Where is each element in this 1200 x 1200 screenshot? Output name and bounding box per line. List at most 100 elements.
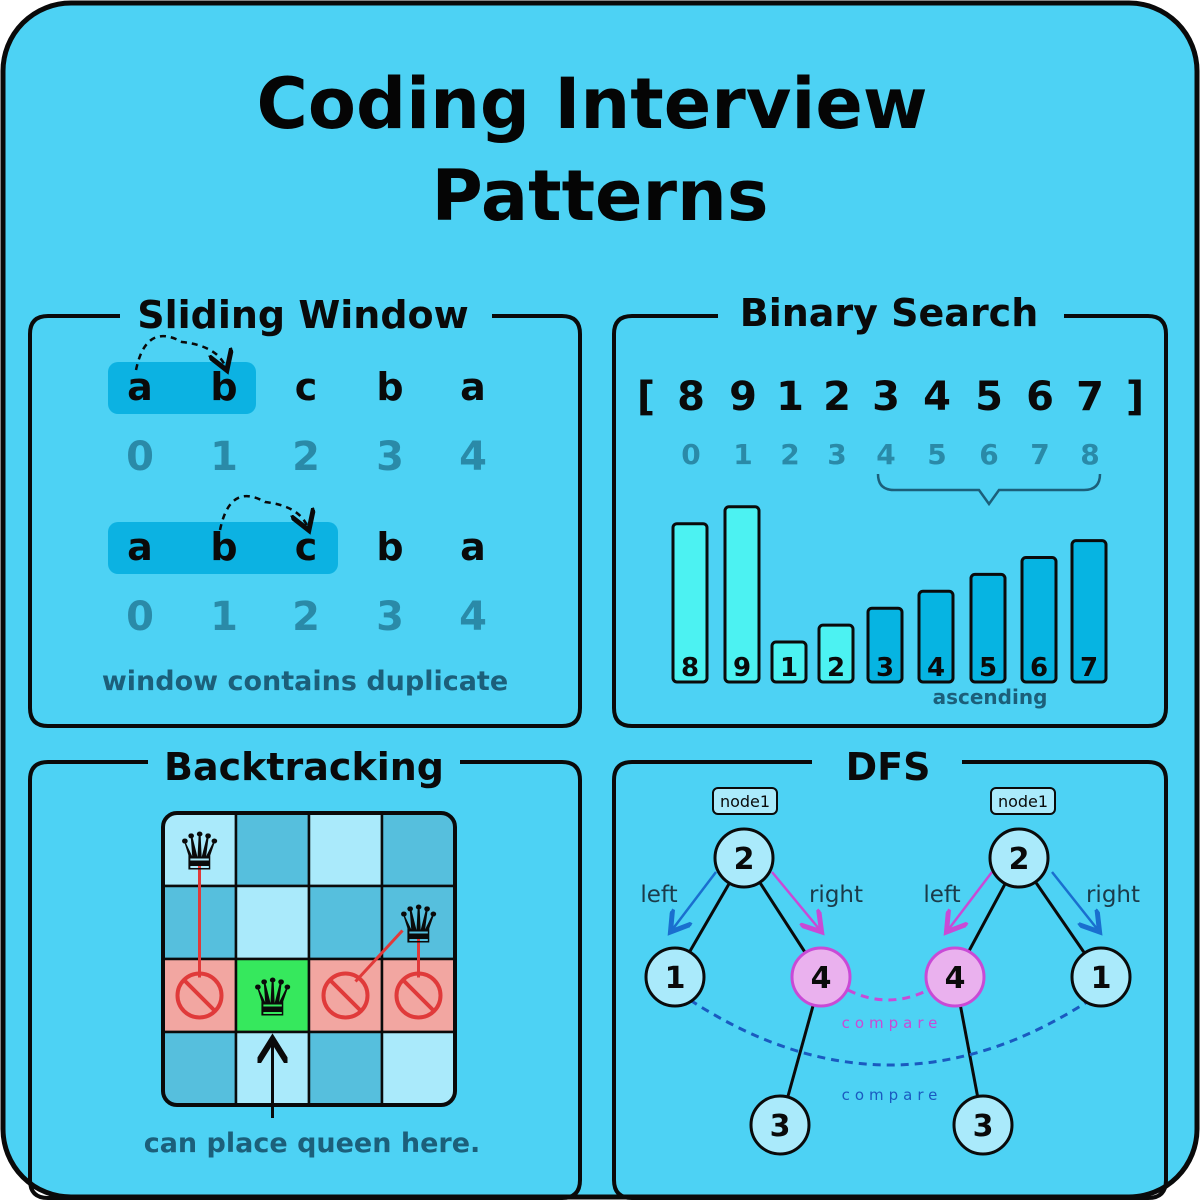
sw-row1-window <box>108 362 256 414</box>
sw-row2-letter: b <box>376 525 403 569</box>
sw-row2-index: 3 <box>376 594 404 640</box>
chess-grid-border <box>161 811 457 1107</box>
blocked-icon <box>394 971 443 1020</box>
blocked-icon-ring <box>175 971 224 1020</box>
sw-row1-index: 3 <box>376 434 404 480</box>
tree1-root-node-label: 2 <box>734 842 755 877</box>
node-tag <box>990 787 1056 815</box>
array-value: 6 <box>1026 374 1054 420</box>
node-tag <box>712 787 778 815</box>
open-bracket: [ <box>637 374 655 420</box>
queen-icon: ♛ <box>249 969 296 1029</box>
blocked-icon-ring <box>321 971 370 1020</box>
sw-row1-letter: b <box>210 365 237 409</box>
tree1-child-node <box>749 1094 811 1156</box>
sw-row1-index: 2 <box>292 434 320 480</box>
blocked-icon-slash <box>402 979 435 1012</box>
backtracking-frame <box>28 760 582 1200</box>
bar-label: 8 <box>681 653 699 683</box>
sw-row2-index: 0 <box>126 594 154 640</box>
backtracking-caption: can place queen here. <box>144 1128 481 1159</box>
bar-2 <box>770 640 808 684</box>
bar-7 <box>1020 556 1058 684</box>
tree2-child-node-label: 3 <box>973 1109 994 1144</box>
bar-6 <box>969 572 1007 684</box>
tree1-right-node-label: 4 <box>811 961 832 996</box>
tree1-left-node-label: 1 <box>665 961 686 996</box>
sw-row2-letter: b <box>210 525 237 569</box>
grid-cell <box>234 813 311 888</box>
bar-8 <box>1070 539 1108 684</box>
tree2-root-node <box>988 827 1050 889</box>
bar-label: 6 <box>1030 653 1048 683</box>
close-bracket: ] <box>1126 374 1144 420</box>
sliding-window-title: Sliding Window <box>137 293 469 337</box>
bar-4 <box>866 606 904 684</box>
bar-0 <box>671 522 709 684</box>
sw-row2-move-arrow <box>218 494 308 530</box>
tree1-right-label: right <box>809 882 863 908</box>
sw-row2-index: 4 <box>459 594 487 640</box>
tree2-right-node-label: 1 <box>1091 961 1112 996</box>
compare-label-inner: compare <box>842 1014 943 1032</box>
tree2-left-arrow <box>948 871 993 930</box>
sw-row2-index: 1 <box>210 594 238 640</box>
bar-1 <box>723 505 761 684</box>
tree1-left-arrow <box>672 871 717 930</box>
blocked-icon <box>175 971 224 1020</box>
bar-label: 3 <box>876 653 894 683</box>
tree2-right-label: right <box>1086 882 1140 908</box>
sw-row2-letter: c <box>295 525 318 569</box>
tree1-root-node <box>713 827 775 889</box>
sw-row1-letter: b <box>376 365 403 409</box>
bar-label: 9 <box>733 653 751 683</box>
array-value: 4 <box>923 374 951 420</box>
grid-cell <box>234 957 311 1034</box>
attack-line-diagonal <box>354 929 404 983</box>
bar-3 <box>817 623 855 684</box>
array-index: 6 <box>979 438 998 471</box>
main-title-line1: Coding Interview <box>257 63 928 145</box>
compare-label-outer: compare <box>842 1086 943 1104</box>
grid-cell <box>380 813 455 888</box>
ascending-label: ascending <box>933 685 1048 709</box>
sw-row2-letter: a <box>460 525 486 569</box>
sw-row1-move-arrow <box>134 334 226 370</box>
dfs-frame <box>612 760 1168 1200</box>
main-title-line2: Patterns <box>431 155 768 237</box>
tree2-left-node-label: 4 <box>945 961 966 996</box>
array-index: 8 <box>1080 438 1099 471</box>
array-value: 7 <box>1076 374 1104 420</box>
blocked-icon <box>321 971 370 1020</box>
blocked-icon-slash <box>183 979 216 1012</box>
tree1-left-node <box>644 946 706 1008</box>
bar-label: 4 <box>927 653 945 683</box>
compare-arc-inner <box>847 988 929 1002</box>
blocked-icon-slash <box>329 979 362 1012</box>
sw-row2-window <box>108 522 338 574</box>
array-index: 0 <box>681 438 700 471</box>
grid-cell <box>307 884 384 961</box>
tree1-right-arrow <box>771 871 820 930</box>
array-value: 2 <box>823 374 851 420</box>
array-value: 9 <box>729 374 757 420</box>
node-tag-label: node1 <box>720 792 770 811</box>
sliding-window-frame <box>28 314 582 728</box>
tree2-child-node <box>952 1094 1014 1156</box>
node-tag-label: node1 <box>998 792 1048 811</box>
queen-icon: ♛ <box>176 823 223 883</box>
array-index: 5 <box>927 438 946 471</box>
compare-arc-outer <box>689 998 1091 1067</box>
array-index: 2 <box>780 438 799 471</box>
blocked-icon-ring <box>394 971 443 1020</box>
tree1-child-node-label: 3 <box>770 1109 791 1144</box>
tree2-left-node <box>924 946 986 1008</box>
sw-row1-letter: a <box>460 365 486 409</box>
bar-label: 1 <box>780 653 798 683</box>
tree2-left-label: left <box>923 882 960 908</box>
